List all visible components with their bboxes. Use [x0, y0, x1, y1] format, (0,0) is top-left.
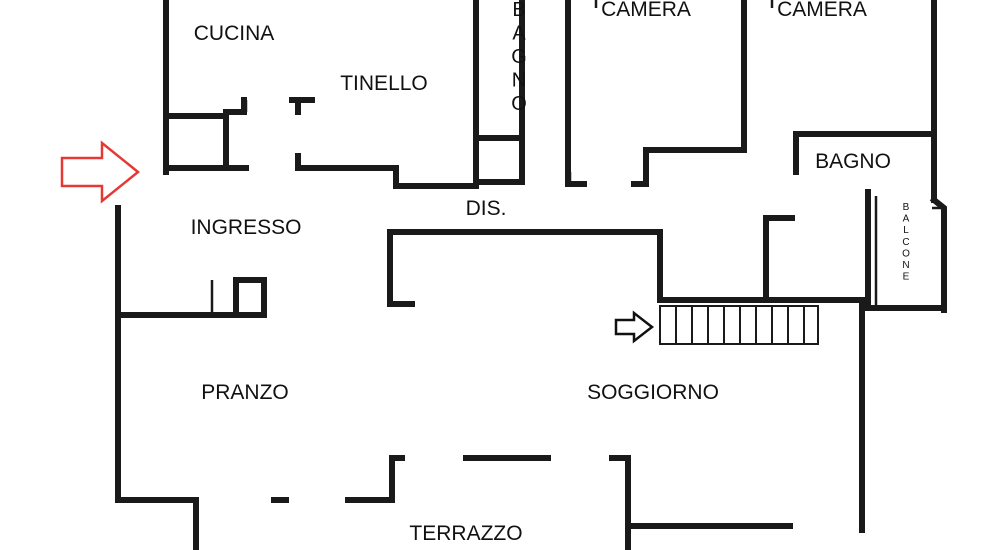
bagno-vertical-letter: O [511, 93, 529, 115]
stair-arrow-icon [614, 310, 655, 344]
balcone-vertical-letter: L [903, 225, 909, 236]
thin-lines [210, 0, 944, 312]
bagno-vertical-letter: N [512, 70, 528, 92]
bagno-vertical-letter: A [512, 23, 527, 45]
room-label-bagno-vertical: BAGNO [511, 0, 529, 115]
entrance-arrow-icon [60, 140, 140, 204]
bagno-vertical-letter: B [512, 0, 527, 21]
balcone-vertical-letter: B [903, 202, 910, 213]
walls [115, 0, 947, 550]
balcone-vertical-letter: C [902, 237, 909, 248]
room-label-camera-2: CAMERA [777, 0, 867, 21]
room-label-tinello: TINELLO [340, 72, 428, 95]
room-label-pranzo: PRANZO [201, 381, 289, 404]
balcone-vertical-letter: O [902, 248, 910, 259]
balcone-vertical-letter: E [903, 272, 910, 283]
stairs [659, 305, 819, 345]
room-label-camera-1: CAMERA [601, 0, 691, 21]
balcone-vertical-letter: N [902, 260, 909, 271]
room-label-cucina: CUCINA [194, 22, 275, 45]
balcone-vertical-letter: A [903, 214, 910, 225]
room-label-bagno: BAGNO [815, 150, 891, 173]
room-label-terrazzo: TERRAZZO [409, 522, 522, 545]
room-label-soggiorno: SOGGIORNO [587, 381, 719, 404]
room-label-dis: DIS. [466, 197, 507, 220]
room-label-ingresso: INGRESSO [191, 216, 302, 239]
bagno-vertical-letter: G [511, 46, 529, 68]
